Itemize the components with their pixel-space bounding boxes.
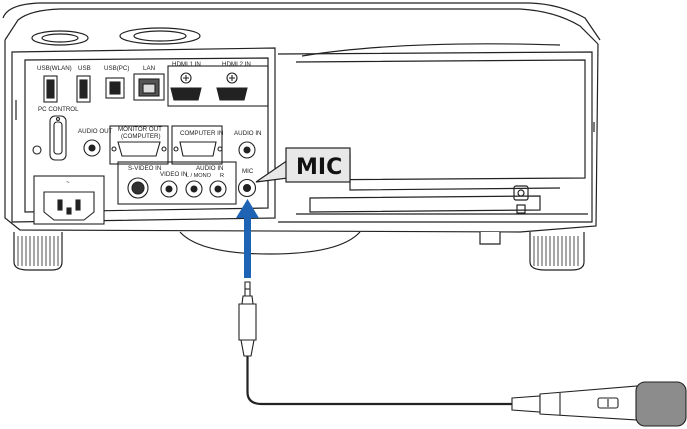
- port-label-video-in: VIDEO IN: [160, 171, 187, 178]
- hdmi-block: [167, 65, 269, 107]
- connection-arrow: [236, 199, 259, 278]
- security-slot-hole: [517, 189, 525, 197]
- ac-symbol: ~: [66, 179, 70, 186]
- port-label-audio-in: AUDIO IN: [234, 130, 262, 137]
- cable-slot: [309, 195, 541, 213]
- audio-in-jack-inner: [243, 146, 251, 154]
- usb-wlan-port-inner: [46, 79, 55, 99]
- foot-right: [529, 232, 585, 271]
- lan-port-socket: [142, 83, 156, 94]
- top-dial-center: [119, 27, 201, 45]
- port-label-monitor-out: MONITOR OUT: [118, 126, 162, 133]
- pc-control-port-inner: [53, 121, 63, 155]
- audio-r-jack-inner: [214, 185, 222, 193]
- usb-pc-port-inner: [109, 81, 121, 95]
- foot-grip-lines: [17, 236, 579, 266]
- usb-port-inner: [79, 79, 88, 99]
- top-dial-center-inner: [133, 30, 187, 42]
- mic-cable: [246, 356, 540, 406]
- port-label-hdmi2: HDMI 2 IN: [222, 61, 251, 68]
- power-pin-ground: [66, 207, 72, 215]
- port-label-l-mono: L / MONO: [186, 173, 212, 179]
- hdmi2-port: [216, 87, 248, 101]
- projector-top-rim: [4, 8, 599, 45]
- foot-center: [479, 232, 501, 245]
- audio-out-jack-inner: [88, 144, 96, 152]
- plug-collar: [241, 295, 254, 305]
- hdmi1-port: [170, 87, 202, 101]
- audio-l-jack-inner: [190, 185, 198, 193]
- arrow-shaft: [244, 214, 251, 278]
- projector-top: [2, 2, 601, 41]
- power-pin-left: [57, 199, 63, 211]
- security-tab: [516, 204, 526, 214]
- right-housing-inner: [295, 59, 586, 181]
- computer-in-block: [171, 125, 223, 165]
- power-inlet: [43, 191, 95, 221]
- top-dial-left-inner: [41, 33, 79, 43]
- av-block: [117, 161, 237, 205]
- monitor-out-block: [109, 125, 169, 165]
- monitor-out-screw-left: [111, 146, 117, 152]
- computer-in-screw-left: [173, 146, 179, 152]
- computer-in-port: [179, 141, 217, 157]
- port-label-audio-out: AUDIO OUT: [78, 128, 113, 135]
- port-label-mic: MIC: [242, 168, 254, 175]
- port-label-svideo: S-VIDEO IN: [128, 165, 161, 172]
- computer-in-screw-right: [217, 146, 223, 152]
- port-label-pc-control: PC CONTROL: [38, 106, 79, 113]
- mic-jack-inner: [242, 183, 252, 193]
- projector-feet: [13, 231, 585, 271]
- mic-callout-label: MIC: [296, 155, 342, 180]
- port-label-usb: USB: [78, 65, 91, 72]
- port-label-r: R: [220, 173, 224, 179]
- pc-control-screw-top: [55, 116, 61, 122]
- port-label-computer-in: COMPUTER IN: [180, 130, 223, 137]
- projector-front: [4, 40, 599, 233]
- arrow-head: [236, 199, 259, 218]
- microphone: [511, 381, 687, 427]
- svideo-jack-inner: [131, 181, 145, 195]
- monitor-out-port: [117, 141, 161, 157]
- port-label-lan: LAN: [143, 65, 155, 72]
- mic-callout-box: [285, 147, 351, 183]
- mic-callout: MIC: [255, 147, 351, 183]
- video-in-jack-inner: [165, 185, 173, 193]
- port-label-usb-wlan: USB(WLAN): [37, 65, 72, 72]
- right-ridge-1: [301, 43, 561, 57]
- hdmi1-screw-cross: [183, 75, 189, 81]
- panel-recess: [24, 57, 269, 213]
- monitor-out-screw-right: [161, 146, 167, 152]
- port-label-hdmi1: HDMI 1 IN: [172, 61, 201, 68]
- side-marks: [15, 100, 595, 132]
- top-dial-left: [31, 30, 89, 46]
- mic-callout-pointer: [255, 158, 289, 183]
- mic-plug: [238, 281, 257, 357]
- hdmi2-screw-cross: [229, 75, 235, 81]
- plug-body: [238, 303, 257, 341]
- power-pin-right: [75, 199, 81, 211]
- security-slot: [513, 185, 529, 201]
- plug-strain-relief: [240, 339, 255, 357]
- front-lip: [179, 231, 361, 255]
- port-label-monitor-out-2: (COMPUTER): [121, 133, 161, 140]
- ground-screw: [32, 145, 42, 155]
- mic-grip: [635, 381, 687, 427]
- port-label-usb-pc: USB(PC): [104, 65, 129, 72]
- mic-cable-boot: [511, 395, 541, 413]
- right-housing: [277, 51, 593, 223]
- rear-panel: [11, 47, 276, 223]
- port-label-audio-in-2: AUDIO IN: [196, 165, 224, 172]
- mic-handle: [539, 385, 638, 421]
